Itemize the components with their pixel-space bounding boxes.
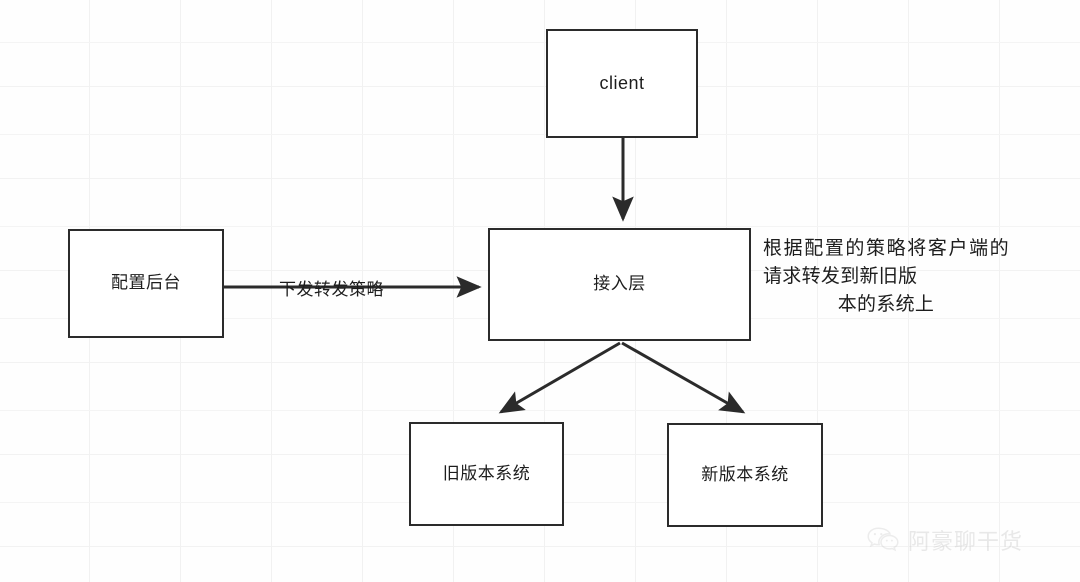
annotation-forwarding-description: 根据配置的策略将客户端的请求转发到新旧版 本的系统上 bbox=[763, 235, 1009, 319]
arrow-access-to-old bbox=[498, 341, 621, 414]
annotation-line-3: 本的系统上 bbox=[837, 294, 935, 316]
annotation-line-1: 根据配置的策略将客户 bbox=[763, 238, 970, 259]
watermark: 阿豪聊干货 bbox=[866, 524, 1023, 556]
watermark-text: 阿豪聊干货 bbox=[908, 529, 1024, 554]
node-config-backend-label: 配置后台 bbox=[111, 273, 181, 293]
node-access-layer-label: 接入层 bbox=[593, 274, 646, 294]
node-access-layer[interactable]: 接入层 bbox=[488, 228, 751, 341]
node-new-version-system[interactable]: 新版本系统 bbox=[667, 423, 823, 527]
node-client-label: client bbox=[599, 72, 645, 93]
node-config-backend[interactable]: 配置后台 bbox=[68, 229, 224, 338]
wechat-logo-icon bbox=[866, 525, 900, 555]
node-old-version-system[interactable]: 旧版本系统 bbox=[409, 422, 564, 526]
node-client[interactable]: client bbox=[546, 29, 698, 138]
node-old-version-system-label: 旧版本系统 bbox=[442, 463, 531, 483]
edge-label-deliver-forwarding-policy: 下发转发策略 bbox=[279, 280, 384, 299]
annotation-line-2: 端的请求转发到新旧版 bbox=[763, 238, 1009, 288]
node-new-version-system-label: 新版本系统 bbox=[701, 464, 789, 484]
arrow-access-to-new bbox=[621, 341, 746, 414]
